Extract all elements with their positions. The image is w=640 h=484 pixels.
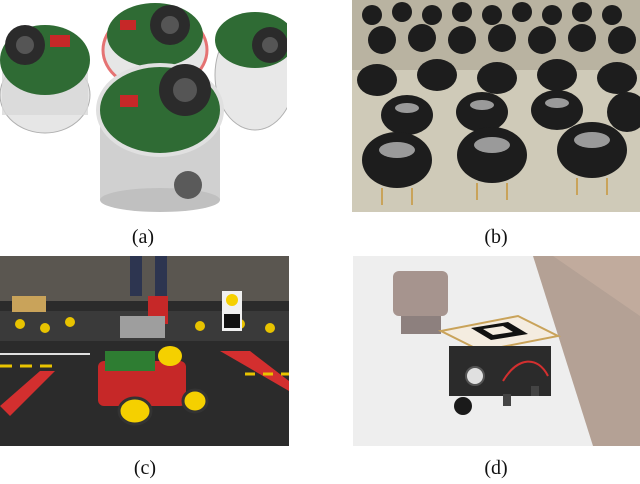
robot-shell (0, 25, 91, 134)
caption-c: (c) (133, 457, 157, 479)
blurred-background-robot (393, 271, 448, 334)
caption-a: (a) (131, 226, 155, 248)
panel-a-image (0, 0, 287, 212)
tagged-robot (437, 314, 562, 415)
caption-b: (b) (484, 226, 508, 248)
panel-d-image (353, 256, 640, 446)
caption-d: (d) (484, 457, 508, 479)
wheeled-robot (98, 346, 209, 426)
road-markings (0, 316, 289, 416)
panel-b-image (352, 0, 640, 212)
robot-shell (214, 12, 287, 131)
robot-swarm (357, 2, 640, 205)
panel-c-image (0, 256, 289, 446)
robot-shell (96, 63, 224, 212)
